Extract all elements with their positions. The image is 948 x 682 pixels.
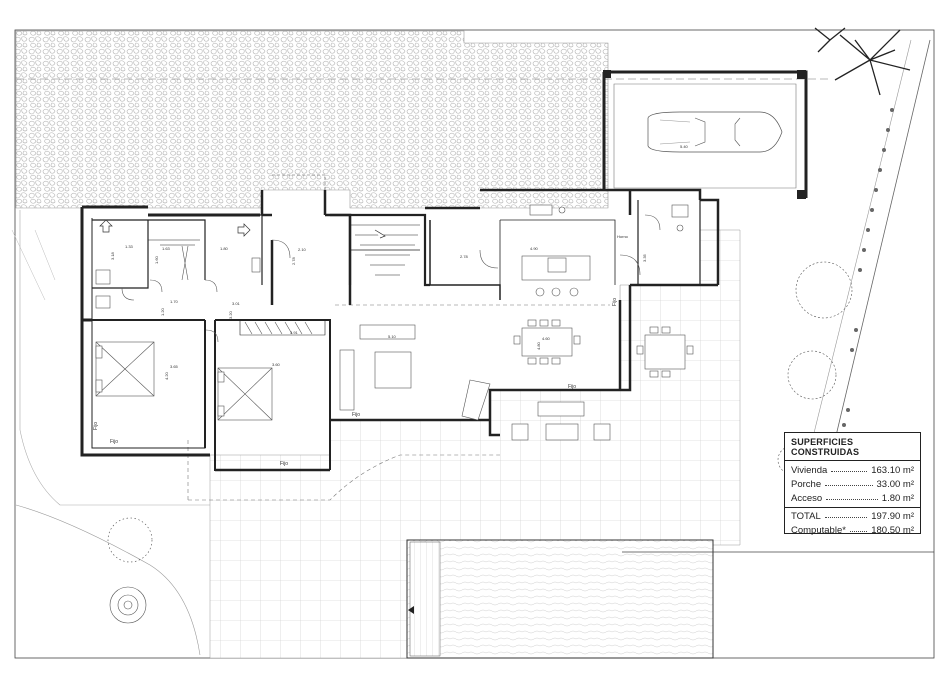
area-total-label: TOTAL	[791, 510, 821, 522]
area-value: 33.00 m²	[876, 478, 915, 490]
dim-kitchen-w: 4.90	[530, 246, 539, 251]
dim-hall: 1.80	[220, 246, 229, 251]
dim-kitchen-h: 3.35	[642, 253, 647, 262]
dim-dining-h: 4.80	[536, 341, 541, 350]
dim-living: 5.10	[388, 334, 397, 339]
dim-garage: 5.40	[680, 144, 689, 149]
dim-entry: 2.10	[298, 247, 307, 252]
dim-bed2-w: 3.60	[272, 362, 281, 367]
dim-wc: 3.20	[228, 310, 233, 319]
area-value: 163.10 m²	[871, 464, 914, 476]
area-separator	[785, 507, 920, 508]
label-horno: Horno	[617, 234, 629, 239]
dim-bed1-h: 4.20	[164, 371, 169, 380]
dim-bath-b: 3.18	[110, 251, 115, 260]
area-value: 1.80 m²	[881, 492, 914, 504]
dim-corridor: 1.70	[170, 299, 179, 304]
dim-corridor-b: 1.20	[160, 307, 165, 316]
car-icon	[647, 111, 783, 153]
label-fijo-2: Fijo	[280, 461, 288, 467]
area-total-value: 197.90 m²	[871, 510, 914, 522]
area-label: Acceso	[791, 492, 823, 504]
leader-dots	[831, 465, 868, 472]
dim-dress: 1.63	[162, 246, 171, 251]
area-computable-label: Computable*	[791, 524, 846, 536]
garage	[602, 70, 808, 199]
area-label: Vivienda	[791, 464, 828, 476]
right-arrow-icon	[237, 223, 251, 237]
label-fijo-3: Fijo	[352, 412, 360, 418]
stair-arrow-icon	[374, 229, 386, 239]
dim-porch: 2.78	[460, 254, 469, 259]
area-row-computable: Computable* 180.50 m²	[785, 523, 920, 537]
area-row-vivienda: Vivienda 163.10 m²	[785, 463, 920, 477]
hedge-line	[11, 229, 56, 301]
house-walls	[80, 188, 720, 472]
furniture	[95, 204, 694, 441]
pool-steps	[409, 541, 441, 657]
leader-dots	[825, 479, 873, 486]
dim-dining-w: 4.60	[542, 336, 551, 341]
area-table: SUPERFICIES CONSTRUIDAS Vivienda 163.10 …	[784, 432, 921, 537]
garden-curve	[15, 504, 201, 656]
doors	[121, 174, 661, 343]
plot-boundary-inner	[794, 39, 912, 511]
label-fijo-5: Fijo	[612, 298, 618, 306]
palm-icons	[814, 27, 911, 96]
label-fijo-4: Fijo	[568, 384, 576, 390]
area-label: Porche	[791, 478, 822, 490]
hedge-dots	[842, 108, 894, 427]
dim-corridor2: 3.01	[232, 301, 241, 306]
pool-arrow-icon	[408, 606, 414, 614]
area-row-porche: Porche 33.00 m²	[785, 477, 920, 491]
up-arrow-icon	[99, 219, 113, 233]
dim-laundry: 1.60	[154, 255, 159, 264]
gravel-area	[15, 30, 609, 209]
dimension-labels: 5.40 1.33 3.18 1.63 1.80 1.60 1.70 1.20 …	[93, 144, 689, 467]
area-table-title: SUPERFICIES CONSTRUIDAS	[785, 433, 920, 461]
leader-dots	[826, 493, 878, 500]
porch-outline	[187, 440, 500, 501]
pool	[406, 539, 714, 659]
dim-entry-b: 2.78	[291, 256, 296, 265]
label-fijo-1: Fijo	[110, 439, 118, 445]
dim-bath: 1.33	[125, 244, 134, 249]
leader-dots	[849, 525, 868, 532]
area-computable-value: 180.50 m²	[871, 524, 914, 536]
area-row-acceso: Acceso 1.80 m²	[785, 491, 920, 505]
area-row-total: TOTAL 197.90 m²	[785, 509, 920, 523]
leader-dots	[824, 511, 868, 518]
dim-bed1-w: 3.65	[170, 364, 179, 369]
label-fijo-6: Fijo	[93, 422, 99, 430]
garden-boundary	[19, 210, 210, 506]
arrow-icons	[99, 219, 386, 239]
dim-wardrobe: 3.91	[290, 330, 299, 335]
